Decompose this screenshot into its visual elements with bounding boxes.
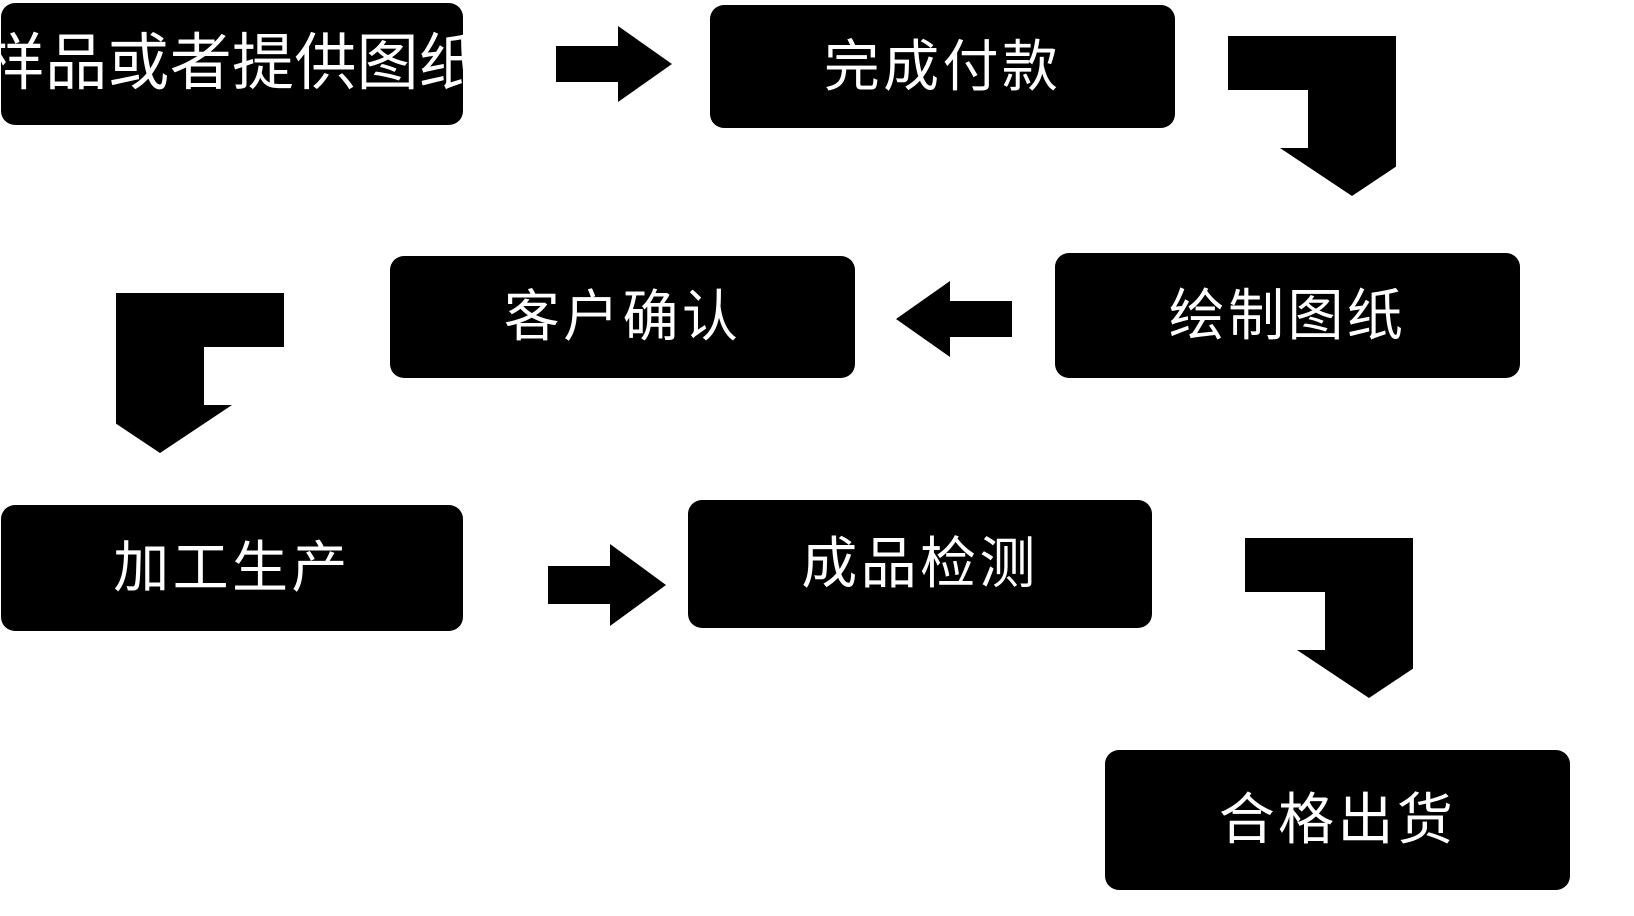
flow-node-sample-label: 样品或者提供图纸 <box>0 29 482 98</box>
flow-node-production[interactable]: 加工生产 <box>1 505 463 631</box>
flow-node-inspection-label: 成品检测 <box>801 532 1039 595</box>
arrow-left-icon-drawing-to-confirm <box>896 281 1012 357</box>
flow-node-shipment-label: 合格出货 <box>1218 788 1457 851</box>
flow-node-drawing[interactable]: 绘制图纸 <box>1055 253 1520 378</box>
flow-node-production-label: 加工生产 <box>113 536 351 599</box>
flow-node-inspection[interactable]: 成品检测 <box>688 500 1152 628</box>
flow-node-drawing-label: 绘制图纸 <box>1168 283 1407 347</box>
flow-node-confirm[interactable]: 客户确认 <box>390 256 855 378</box>
flow-node-payment[interactable]: 完成付款 <box>710 5 1175 128</box>
flow-node-payment-label: 完成付款 <box>823 34 1062 98</box>
arrow-elbow-down-icon-payment-to-drawing <box>1228 36 1396 196</box>
arrow-elbow-down-icon-inspection-to-shipment <box>1245 538 1413 698</box>
arrow-elbow-down-left-icon-confirm-to-production <box>116 293 284 453</box>
arrow-right-icon-production-to-inspection <box>548 544 666 626</box>
flow-node-confirm-label: 客户确认 <box>503 285 742 348</box>
flow-node-shipment[interactable]: 合格出货 <box>1105 750 1570 890</box>
arrow-right-icon-sample-to-payment <box>556 26 672 102</box>
flow-node-sample[interactable]: 样品或者提供图纸 <box>0 3 481 125</box>
